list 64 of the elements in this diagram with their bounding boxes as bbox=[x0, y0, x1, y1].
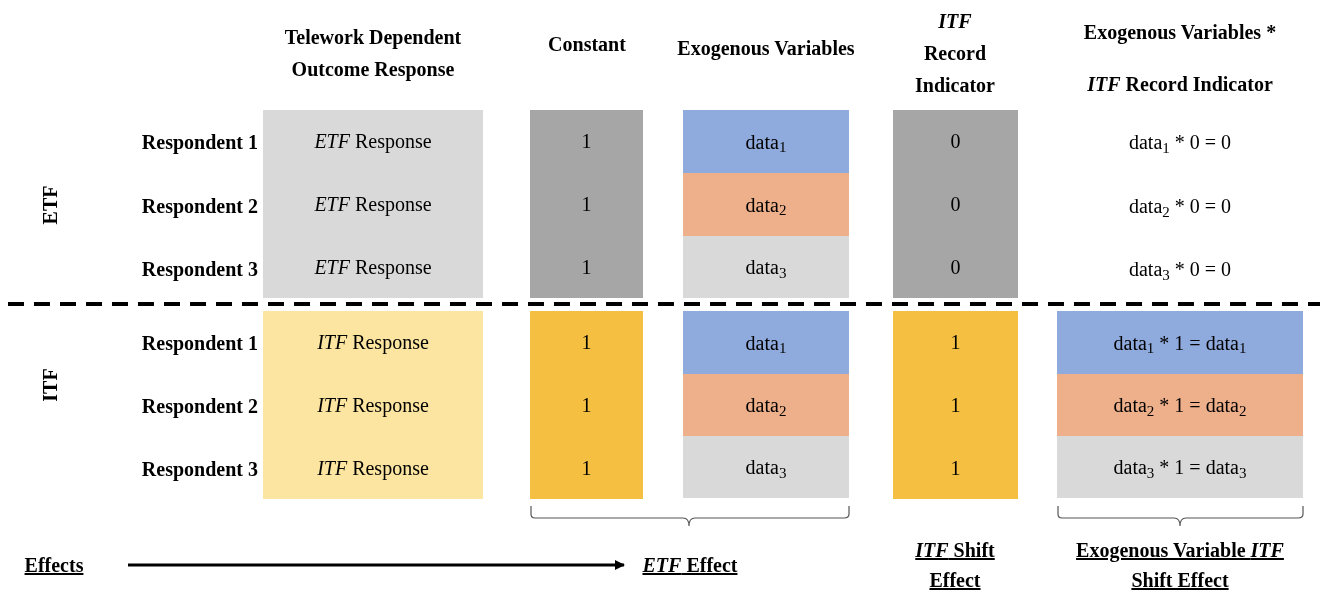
cell-text: data$_{3}$ * 1 = data$_{3}$ bbox=[1113, 455, 1247, 482]
group-label: ETF bbox=[38, 185, 62, 225]
column-block bbox=[530, 311, 643, 499]
cell-text: 1 bbox=[581, 455, 592, 481]
column-header: ITF Record Indicator bbox=[1087, 72, 1273, 97]
formula-text: data$_{3}$ * 0 = 0 bbox=[1128, 257, 1232, 284]
arrow bbox=[128, 560, 625, 570]
column-header: Constant bbox=[548, 32, 626, 57]
cell-text: ETF Response bbox=[314, 129, 432, 155]
effect-label: Effects bbox=[24, 553, 84, 578]
data-cell bbox=[1057, 374, 1303, 436]
row-label: Respondent 3 bbox=[141, 257, 258, 283]
cell-text: 1 bbox=[950, 455, 961, 481]
effect-label: ITF Shift Effect bbox=[914, 538, 996, 593]
cell-text: data$_{1}$ bbox=[745, 129, 787, 157]
data-cell bbox=[683, 374, 849, 436]
cell-text: data$_{1}$ * 1 = data$_{1}$ bbox=[1113, 330, 1247, 358]
column-block bbox=[893, 311, 1018, 499]
column-header: Telework Dependent Outcome Response bbox=[283, 25, 463, 83]
column-header: ITF Record Indicator bbox=[914, 9, 996, 98]
cell-text: 1 bbox=[581, 393, 592, 418]
data-cell bbox=[1057, 311, 1303, 374]
cell-text: data$_{3}$ bbox=[745, 455, 787, 482]
data-cell bbox=[683, 311, 849, 374]
cell-text: 0 bbox=[950, 192, 961, 217]
cell-text: ITF Response bbox=[317, 330, 429, 356]
formula-text: data$_{2}$ * 0 = 0 bbox=[1128, 194, 1232, 221]
effect-label: ETF Effect bbox=[642, 553, 738, 578]
data-cell bbox=[1057, 436, 1303, 498]
effect-label: Exogenous Variable ITF Shift Effect bbox=[1075, 538, 1285, 593]
column-header: Exogenous Variables bbox=[677, 36, 855, 62]
row-label: Respondent 1 bbox=[141, 331, 258, 357]
cell-text: data$_{2}$ bbox=[745, 192, 787, 220]
cell-text: data$_{3}$ bbox=[745, 255, 787, 282]
row-label: Respondent 1 bbox=[141, 130, 258, 156]
cell-text: data$_{2}$ bbox=[745, 393, 787, 420]
cell-text: 0 bbox=[950, 129, 961, 155]
row-label: Respondent 2 bbox=[141, 394, 258, 420]
column-block bbox=[530, 110, 643, 298]
cell-text: 1 bbox=[581, 129, 592, 155]
data-cell bbox=[683, 110, 849, 173]
group-label: ITF bbox=[38, 368, 62, 402]
column-block bbox=[263, 110, 483, 298]
cell-text: 1 bbox=[581, 254, 592, 280]
cell-text: 1 bbox=[950, 393, 961, 418]
column-header: Exogenous Variables * bbox=[1083, 20, 1277, 46]
data-cell bbox=[683, 173, 849, 236]
cell-text: ETF Response bbox=[314, 192, 432, 218]
cell-text: 1 bbox=[950, 330, 961, 356]
cell-text: ETF Response bbox=[314, 254, 432, 281]
row-label: Respondent 3 bbox=[141, 457, 258, 483]
cell-text: ITF Response bbox=[317, 393, 429, 419]
column-block bbox=[893, 110, 1018, 298]
row-label: Respondent 2 bbox=[141, 194, 258, 220]
column-block bbox=[263, 311, 483, 499]
formula-text: data$_{1}$ * 0 = 0 bbox=[1128, 130, 1232, 157]
data-cell bbox=[683, 236, 849, 298]
cell-text: data$_{2}$ * 1 = data$_{2}$ bbox=[1113, 393, 1247, 420]
cell-text: 0 bbox=[950, 254, 961, 280]
cell-text: 1 bbox=[581, 192, 592, 217]
cell-text: ITF Response bbox=[317, 455, 429, 482]
cell-text: data$_{1}$ bbox=[745, 330, 787, 358]
cell-text: 1 bbox=[581, 330, 592, 356]
data-cell bbox=[683, 436, 849, 498]
